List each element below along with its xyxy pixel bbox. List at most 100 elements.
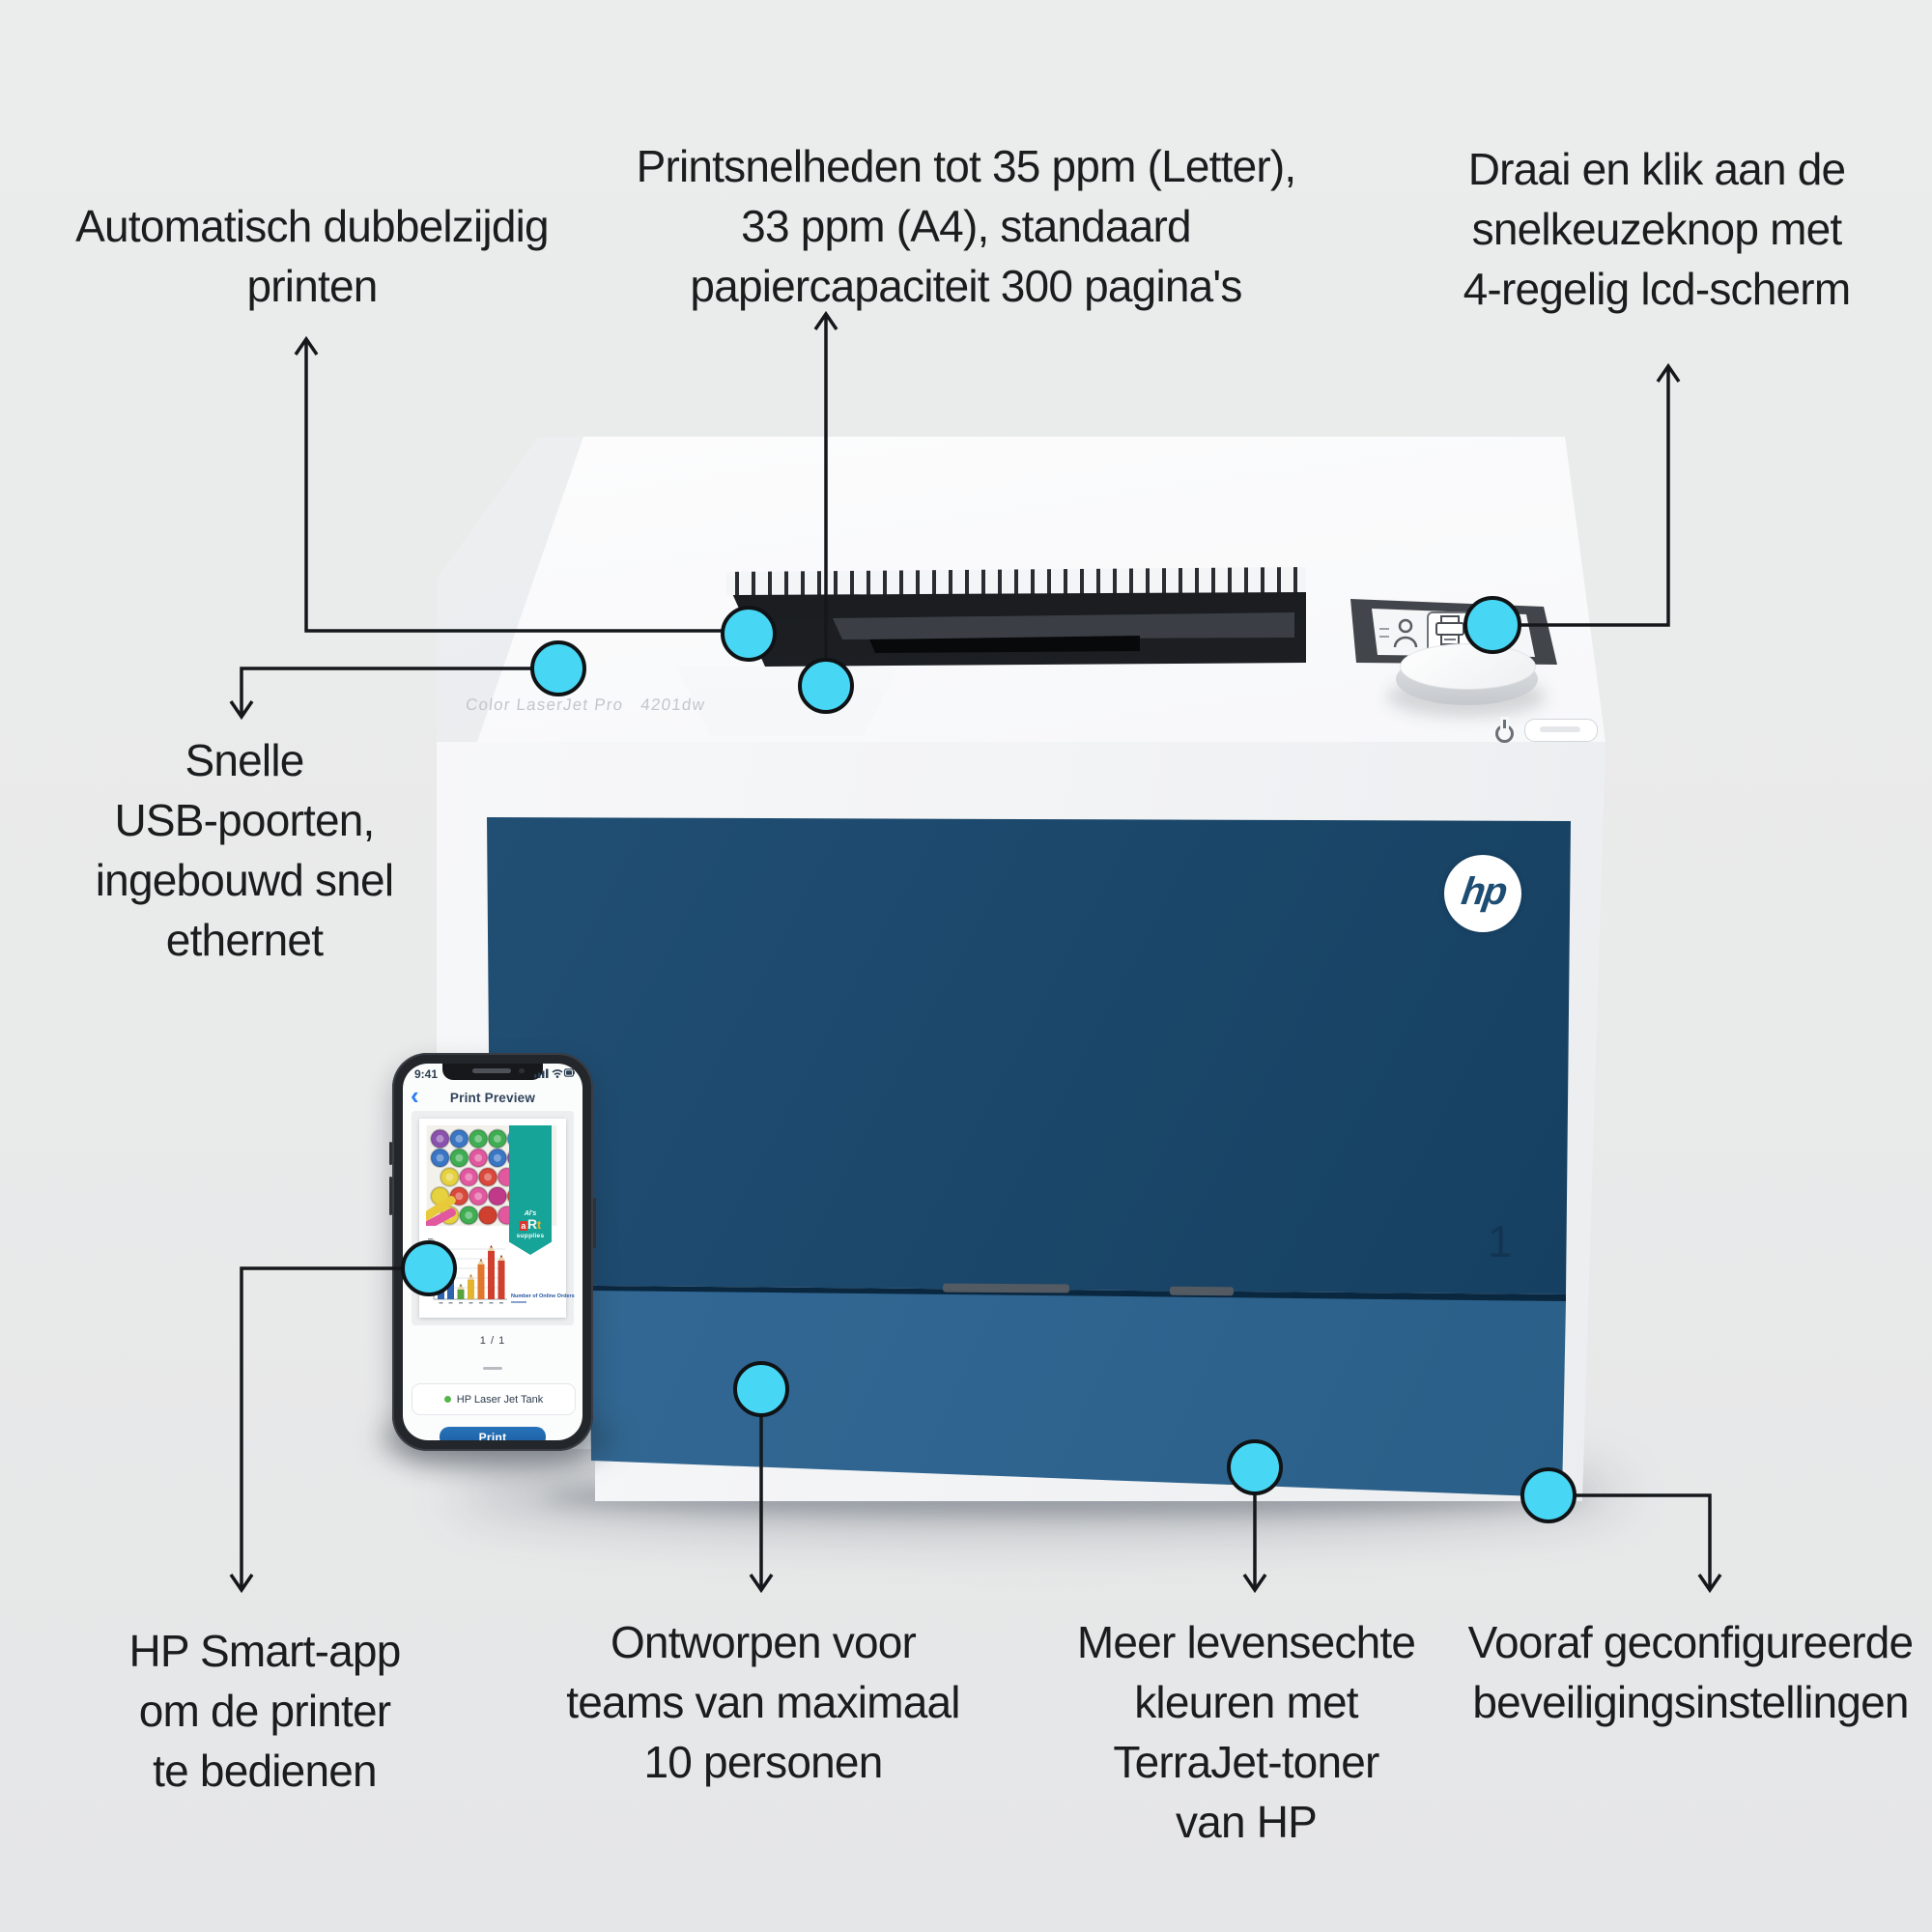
phone-speaker: [472, 1068, 511, 1073]
arrowhead-down-security: [1697, 1574, 1722, 1594]
ribbon-letter-a: a: [519, 1221, 527, 1231]
lcd-menu-line: [1379, 628, 1389, 630]
callout-text-line: papiercapaciteit 300 pagina's: [690, 261, 1242, 311]
marker-control-panel: [1463, 596, 1521, 654]
callout-text-line: ethernet: [165, 915, 324, 965]
callout-label-usb: Snelle USB-poorten, ingebouwd snel ether…: [96, 730, 394, 970]
callout-text-line: Snelle: [185, 735, 304, 785]
signal-bar-icon: [542, 1070, 545, 1078]
back-chevron-icon: ‹: [411, 1081, 419, 1110]
callout-label-security: Vooraf geconfigureerde beveiligingsinste…: [1468, 1612, 1914, 1732]
callout-text-line: snelkeuzeknop met: [1471, 204, 1843, 254]
callout-text-line: 10 personen: [643, 1737, 884, 1787]
callout-text-line: HP Smart-app: [128, 1626, 402, 1676]
power-icon-stem: [1502, 720, 1506, 728]
power-button-bar: [1540, 726, 1580, 732]
callout-label-hp-smart-app: HP Smart-app om de printer te bedienen: [128, 1621, 402, 1801]
supply-row: HP Laser Jet Tank: [412, 1383, 576, 1415]
dial-knob: [1400, 643, 1536, 690]
connector-lines: [229, 310, 1722, 1594]
connector-hp-smart-app: [240, 1266, 403, 1588]
tray-number-badge: 1: [1488, 1216, 1513, 1266]
callout-text-line: van HP: [1175, 1797, 1318, 1847]
battery-icon-cap: [574, 1071, 575, 1074]
print-button-label: Print: [478, 1430, 507, 1441]
marker-output-tray: [798, 658, 854, 714]
signal-bar-icon: [534, 1074, 537, 1078]
callout-text-line: Vooraf geconfigureerde: [1467, 1617, 1914, 1667]
callout-text-line: Meer levensechte: [1076, 1617, 1416, 1667]
arrowhead-down-terrajet: [1242, 1574, 1267, 1594]
sheet-drag-handle: [483, 1367, 502, 1370]
callout-text-line: 4-regelig lcd-scherm: [1463, 264, 1852, 314]
marker-security: [1520, 1467, 1577, 1523]
ribbon-brand-top: Al's: [524, 1210, 537, 1217]
callout-label-teams: Ontworpen voor teams van maximaal 10 per…: [566, 1612, 960, 1792]
print-button: Print: [440, 1427, 546, 1440]
callout-label-duplex: Automatisch dubbelzijdig printen: [75, 196, 549, 316]
callout-text-line: om de printer: [138, 1686, 391, 1736]
callout-label-control-panel: Draai en klik aan de snelkeuzeknop met 4…: [1463, 139, 1852, 319]
lcd-menu-line: [1379, 636, 1389, 638]
phone-volume-button: [389, 1177, 392, 1215]
marker-cap-highlights: [436, 1134, 501, 1220]
status-time: 9:41: [414, 1067, 439, 1081]
arrowhead-up-duplex: [294, 335, 319, 355]
marker-terrajet-toner: [1227, 1439, 1283, 1495]
status-icons: [534, 1068, 575, 1078]
lcd-user-icon: [1393, 618, 1418, 648]
arrowhead-up-print-speed: [813, 310, 838, 330]
ribbon-letter-r: R: [526, 1216, 538, 1232]
callout-text-line: ingebouwd snel: [95, 855, 394, 905]
connector-control-panel: [1520, 367, 1670, 627]
phone-notch: [442, 1064, 543, 1080]
callout-text-line: TerraJet-toner: [1113, 1737, 1379, 1787]
phone-mute-switch: [389, 1142, 392, 1165]
callout-label-print-speed: Printsnelheden tot 35 ppm (Letter), 33 p…: [636, 136, 1297, 316]
battery-icon: [563, 1068, 575, 1077]
callout-text-line: Automatisch dubbelzijdig: [75, 201, 549, 251]
callout-text-line: printen: [246, 261, 378, 311]
wifi-icon-dot: [555, 1075, 559, 1078]
document-caption-subline: [511, 1301, 526, 1303]
arrowhead-down-teams: [749, 1574, 774, 1594]
phone-camera: [519, 1067, 525, 1073]
connector-usb: [240, 667, 532, 715]
connector-security: [1575, 1493, 1712, 1588]
user-icon-head: [1398, 618, 1413, 634]
battery-icon-fill: [566, 1070, 572, 1075]
page-indicator: 1 / 1: [479, 1335, 506, 1347]
document-photo-markers: [426, 1125, 557, 1226]
ribbon-letter-t: t: [537, 1218, 542, 1232]
hp-logo: hp: [1444, 855, 1521, 932]
signal-bar-icon: [538, 1072, 541, 1078]
marker-usb-ports: [530, 640, 586, 696]
connector-duplex: [304, 340, 722, 633]
callout-text-line: 33 ppm (A4), standaard: [741, 201, 1191, 251]
supply-status-dot: [443, 1396, 451, 1403]
phone-header-title: Print Preview: [449, 1091, 536, 1105]
phone-power-button: [593, 1198, 596, 1248]
callout-text-line: teams van maximaal: [566, 1677, 960, 1727]
callout-text-line: Printsnelheden tot 35 ppm (Letter),: [636, 141, 1297, 191]
callout-text-line: Draai en klik aan de: [1467, 144, 1846, 194]
marker-duplex: [721, 606, 777, 662]
document-caption: Number of Online Orders: [511, 1293, 575, 1299]
ribbon-brand-bottom: supplies: [516, 1233, 545, 1239]
chart-axis-label: [428, 1238, 433, 1240]
arrowhead-down-hp-smart-app: [229, 1574, 254, 1594]
callout-markers: [401, 596, 1577, 1523]
angled-markers: [426, 1196, 456, 1226]
marker-hp-smart-app: [401, 1240, 457, 1296]
chart-month-labels: [439, 1302, 503, 1304]
user-icon-body: [1393, 636, 1418, 648]
